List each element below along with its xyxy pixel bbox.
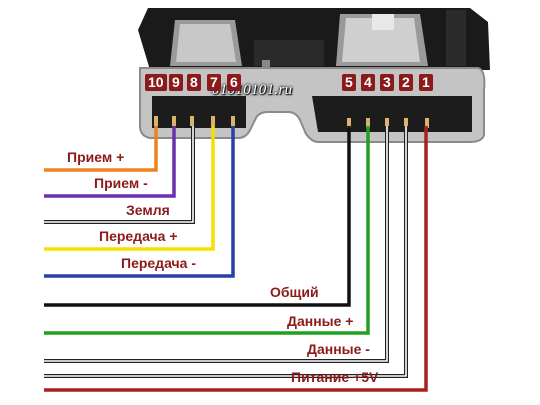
pin-number-5: 5 <box>342 74 356 91</box>
pin-number-7: 7 <box>207 74 221 91</box>
wire-label-rx-plus: Прием + <box>67 149 125 165</box>
pin-number-6: 6 <box>227 74 241 91</box>
watermark-text: 01010101.ru <box>212 82 293 98</box>
connector-body <box>138 8 490 143</box>
wire-1 <box>44 126 407 377</box>
pin-number-10: 10 <box>145 74 167 91</box>
wire-label-tx-minus: Передача - <box>121 255 196 271</box>
wire-label-power-5v: Питание +5V <box>291 369 379 385</box>
wire-label-ground: Земля <box>126 202 170 218</box>
wire-label-data-plus: Данные + <box>287 313 354 329</box>
wire-label-common: Общий <box>270 284 319 300</box>
wire-10-rx-plus <box>44 126 158 172</box>
wire-3-data-minus <box>44 126 388 362</box>
wire-label-tx-plus: Передача + <box>99 228 178 244</box>
wire-label-rx-minus: Прием - <box>94 175 148 191</box>
wire-6-tx-minus <box>44 126 235 278</box>
wire-2-power <box>44 126 428 392</box>
wire-label-data-minus: Данные - <box>307 341 370 357</box>
pin-number-4: 4 <box>361 74 375 91</box>
pin-number-8: 8 <box>187 74 201 91</box>
wire-8-ground-outline <box>44 126 195 224</box>
pin-number-3: 3 <box>380 74 394 91</box>
wires <box>44 126 428 392</box>
wire-7-tx-plus <box>44 126 215 251</box>
pin-number-2: 2 <box>399 74 413 91</box>
wire-5-common <box>44 126 351 307</box>
wire-9-rx-minus <box>44 126 176 198</box>
wire-8-ground <box>44 126 194 223</box>
pin-number-1: 1 <box>419 74 433 91</box>
pin-number-9: 9 <box>169 74 183 91</box>
wire-4-data-plus <box>44 126 370 335</box>
